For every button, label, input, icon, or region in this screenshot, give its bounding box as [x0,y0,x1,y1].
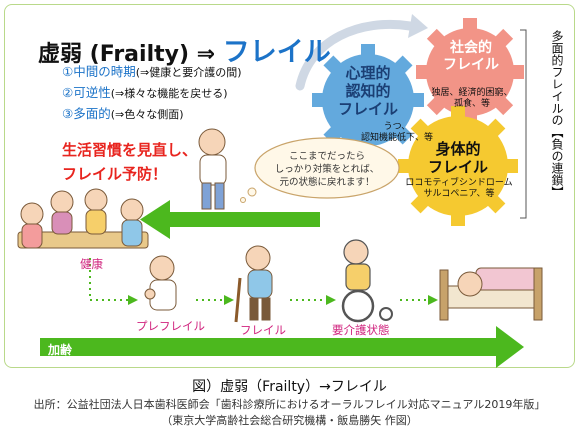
subpoint-key: 多面的 [73,106,111,121]
page-title: 虚弱 (Frailty) ⇒ フレイル [38,30,331,69]
illustration-walking-man [198,128,227,210]
subpoint-list: ①中間の時期(⇒健康と要介護の間) ②可逆性(⇒様々な機能を戻せる) ③多面的(… [62,62,242,125]
illustration-bed [439,267,543,321]
illustration-prefrail [144,255,177,311]
subpoint-num: ② [62,85,74,100]
subpoint-key: 中間の時期 [73,64,136,79]
progression-dotted-arrows [89,258,438,305]
subpoint-note: (⇒様々な機能を戻せる) [110,87,228,100]
subpoint-num: ① [62,64,74,79]
reverse-arrow [140,200,320,239]
source-line-2: （東京大学高齢社会総合研究機構・飯島勝矢 作図） [161,414,418,427]
aging-arrow [40,326,524,368]
subpoint-3: ③多面的(⇒色々な側面) [62,104,242,125]
source-line-1: 出所：公益社団法人日本歯科医師会「歯科診療所におけるオーラルフレイル対応マニュア… [33,398,546,411]
stage-frailty-label: フレイル [240,323,286,337]
aging-label: 加齢 [48,343,73,357]
illustration-frail-cane [234,245,273,323]
subpoint-key: 可逆性 [73,85,111,100]
subpoint-1: ①中間の時期(⇒健康と要介護の間) [62,62,242,83]
gear-physical-title: 身体的 フレイル [427,140,488,176]
stage-prefrailty-label: プレフレイル [136,319,205,333]
subpoint-note: (⇒色々な側面) [110,108,184,121]
subpoint-note: (⇒健康と要介護の間) [135,66,242,79]
stage-health-label: 健康 [80,257,103,271]
speech-bubble-shape [240,137,400,203]
gear-social-title: 社会的 フレイル [443,40,499,73]
figure-caption: 図）虚弱（Frailty）→フレイル [192,379,387,395]
illustration-wheelchair [341,239,393,323]
gear-physical-note: ロコモティブシンドローム サルコペニア、等 [405,178,513,199]
illustration-healthy-family [17,188,149,249]
subpoint-num: ③ [62,106,74,121]
subpoint-2: ②可逆性(⇒様々な機能を戻せる) [62,83,242,104]
cycle-arrow-head [408,14,428,38]
prevention-advice: 生活習慣を見直し、 フレイル予防！ [62,141,198,183]
gear-psych-note: うつ、 認知機能低下、等 [360,122,433,143]
title-prefix: 虚弱 (Frailty) ⇒ [38,42,223,67]
side-caption: 多面的フレイルの【負の連鎖】 [550,30,564,198]
gear-social-note: 独居、経済的困窮、 孤食、等 [431,88,513,109]
title-highlight: フレイル [222,37,331,68]
side-bracket [520,29,527,219]
cycle-arrow [295,19,415,91]
speech-bubble-text: ここまでだったら しっかり対策をとれば、 元の状態に戻れます！ [274,151,380,188]
gear-psych-title: 心理的 認知的 フレイル [337,64,398,118]
stage-care-label: 要介護状態 [332,323,390,337]
